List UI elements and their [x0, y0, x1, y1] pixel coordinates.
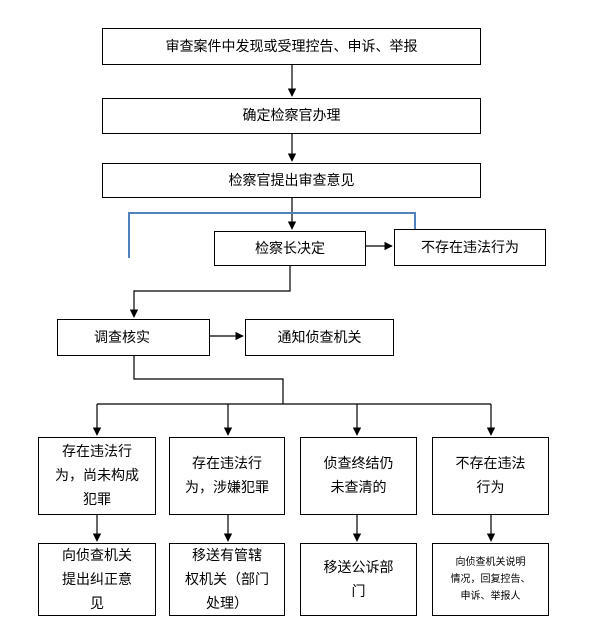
branch-action-2-label: 移送有管辖 权机关（部门 处理） [185, 547, 269, 612]
step1-box: 审查案件中发现或受理控告、申诉、举报 [102, 28, 481, 65]
step3-box: 检察官提出审查意见 [102, 163, 481, 198]
notify-label: 通知侦查机关 [277, 329, 362, 346]
branch-condition-1: 存在违法行 为，尚未构成 犯罪 [38, 437, 156, 515]
branch-condition-4-label: 不存在违法 行为 [455, 456, 526, 496]
no-violation-top-box: 不存在违法行为 [394, 229, 546, 266]
notify-box: 通知侦查机关 [245, 319, 394, 356]
branch-condition-2: 存在违法行 为，涉嫌犯罪 [169, 437, 285, 515]
branch-action-4: 向侦查机关说明 情况，回复控告、 申诉、举报人 [432, 543, 549, 616]
step1-label: 审查案件中发现或受理控告、申诉、举报 [165, 38, 418, 55]
branch-condition-4: 不存在违法 行为 [432, 437, 549, 515]
branch-action-3: 移送公诉部 门 [300, 543, 417, 616]
branch-condition-3: 侦查终结仍 未查清的 [300, 437, 417, 515]
branch-action-1: 向侦查机关 提出纠正意 见 [38, 543, 156, 616]
step4-box: 检察长决定 [214, 231, 366, 266]
step4-label: 检察长决定 [255, 240, 325, 257]
branch-action-4-label: 向侦查机关说明 情况，回复控告、 申诉、举报人 [450, 557, 531, 602]
step2-label: 确定检察官办理 [242, 108, 341, 124]
no-violation-top-label: 不存在违法行为 [421, 239, 519, 256]
branch-condition-2-label: 存在违法行 为，涉嫌犯罪 [185, 456, 269, 496]
step2-box: 确定检察官办理 [102, 98, 481, 134]
branch-action-1-label: 向侦查机关 提出纠正意 见 [62, 547, 132, 612]
line-investigate-down [133, 356, 284, 404]
branch-condition-1-label: 存在违法行 为，尚未构成 犯罪 [55, 444, 139, 508]
branch-action-2: 移送有管辖 权机关（部门 处理） [169, 543, 285, 616]
investigate-label: 调查核实 [94, 329, 150, 346]
branch-action-3-label: 移送公诉部 门 [323, 559, 394, 600]
branch-condition-3-label: 侦查终结仍 未查清的 [323, 456, 394, 496]
arrow-step4-investigate [129, 266, 291, 318]
step3-label: 检察官提出审查意见 [228, 172, 355, 189]
investigate-box: 调查核实 [57, 319, 210, 356]
